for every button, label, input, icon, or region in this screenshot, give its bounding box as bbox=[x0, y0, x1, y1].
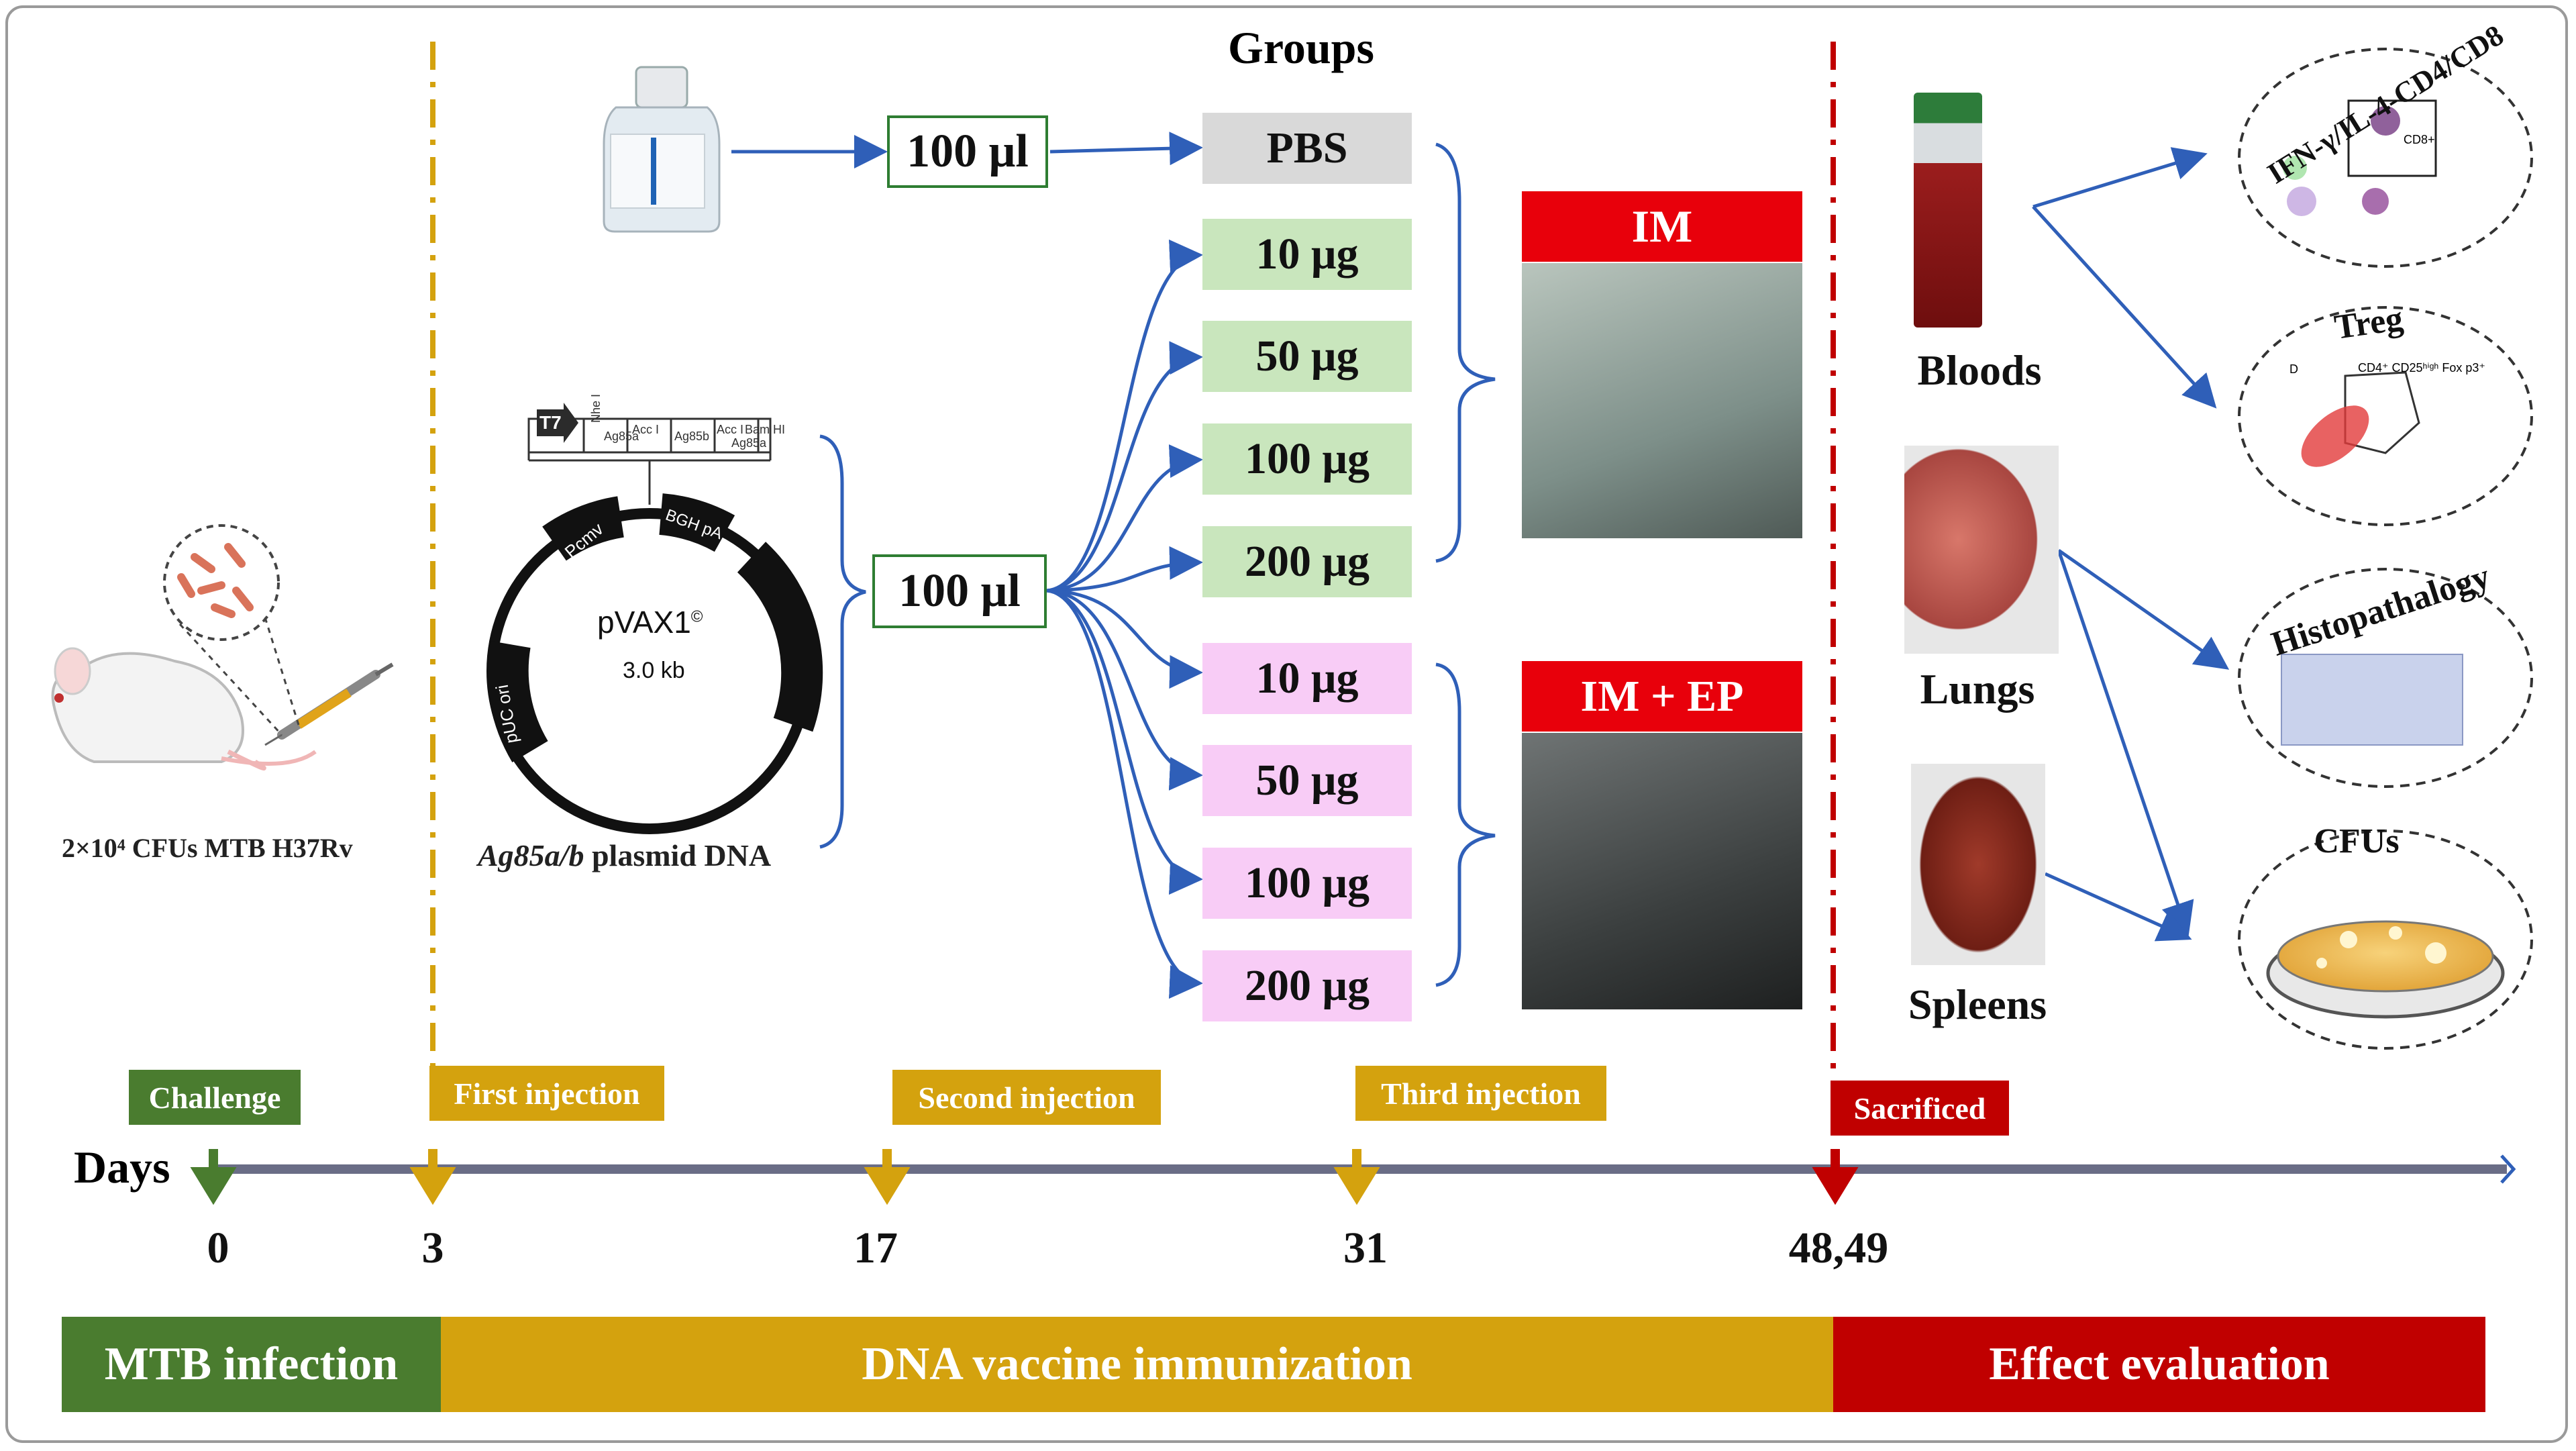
tick-day-48-49: 48,49 bbox=[1788, 1223, 1889, 1272]
event-third-injection: Third injection bbox=[1355, 1066, 1606, 1121]
treg-gate-label: CD4⁺ CD25ʰⁱᵍʰ Fox p3⁺ bbox=[2358, 361, 2485, 374]
pbs-bottle bbox=[603, 66, 721, 233]
arrow-day-31 bbox=[1333, 1149, 1380, 1205]
label-bloods: Bloods bbox=[1917, 346, 2042, 394]
group-im-dose-10: 10 μg bbox=[1202, 219, 1412, 290]
label-lungs: Lungs bbox=[1920, 665, 2035, 713]
route-imep-header: IM + EP bbox=[1522, 661, 1802, 732]
plasmid-map bbox=[486, 403, 823, 834]
plasmid-site-5: Acc I bbox=[717, 423, 744, 436]
treg-panel-letter: D bbox=[2289, 362, 2298, 376]
event-second-injection: Second injection bbox=[892, 1070, 1161, 1125]
petri-dish bbox=[2266, 920, 2505, 1019]
plasmid-caption-italic: Ag85a/b bbox=[478, 838, 584, 872]
plasmid-site-2: Ag85a bbox=[604, 430, 639, 443]
event-challenge: Challenge bbox=[129, 1070, 301, 1125]
pbs-volume-box: 100 μl bbox=[887, 115, 1048, 188]
group-imep-dose-10: 10 μg bbox=[1202, 643, 1412, 714]
im-photo bbox=[1522, 263, 1802, 538]
dna-volume-box: 100 μl bbox=[872, 554, 1047, 628]
assay-cfus-label: CFUs bbox=[2314, 822, 2400, 860]
plasmid-caption-rest: plasmid DNA bbox=[584, 838, 772, 872]
event-first-injection: First injection bbox=[429, 1066, 664, 1121]
phase-mtb-infection: MTB infection bbox=[62, 1317, 441, 1412]
plasmid-caption: Ag85a/b plasmid DNA bbox=[478, 838, 771, 873]
phase-effect-evaluation: Effect evaluation bbox=[1833, 1317, 2485, 1412]
brace-im-ep bbox=[1435, 662, 1496, 987]
spleen-image bbox=[1911, 764, 2045, 965]
route-im-header: IM bbox=[1522, 191, 1802, 262]
group-imep-dose-50: 50 μg bbox=[1202, 745, 1412, 816]
plasmid-t7-label: T7 bbox=[539, 412, 562, 433]
group-imep-dose-100: 100 μg bbox=[1202, 848, 1412, 919]
tick-day-17: 17 bbox=[854, 1223, 898, 1272]
label-spleens: Spleens bbox=[1908, 981, 2047, 1028]
flow-panel bbox=[2283, 99, 2437, 216]
mouse-illustration bbox=[51, 647, 317, 771]
arrow-day-0 bbox=[190, 1149, 237, 1205]
group-im-dose-200: 200 μg bbox=[1202, 526, 1412, 597]
plasmid-name: pVAX1© bbox=[597, 604, 703, 640]
treg-panel bbox=[2301, 371, 2420, 467]
plasmid-site-6: Ag85a bbox=[731, 436, 767, 450]
event-sacrificed: Sacrificed bbox=[1831, 1081, 2009, 1136]
groups-title: Groups bbox=[1228, 22, 1374, 73]
lung-image bbox=[1904, 446, 2059, 654]
tick-day-31: 31 bbox=[1343, 1223, 1388, 1272]
assay-arrows bbox=[2032, 147, 2230, 942]
histology-panel bbox=[2281, 654, 2463, 746]
group-pbs: PBS bbox=[1202, 113, 1412, 184]
tick-day-0: 0 bbox=[207, 1223, 229, 1272]
group-im-dose-50: 50 μg bbox=[1202, 321, 1412, 392]
plasmid-size: 3.0 kb bbox=[623, 658, 685, 683]
dose-fan-arrows bbox=[1046, 240, 1203, 999]
brace-plasmid bbox=[819, 434, 866, 849]
plasmid-site-1: Nhe I bbox=[589, 393, 603, 423]
group-imep-dose-200: 200 μg bbox=[1202, 950, 1412, 1021]
phase-dna-vaccine: DNA vaccine immunization bbox=[441, 1317, 1833, 1412]
imep-photo bbox=[1522, 733, 1802, 1009]
outer-border bbox=[5, 5, 2568, 1443]
plasmid-site-3: Acc I bbox=[632, 423, 660, 436]
arrow-day-3 bbox=[409, 1149, 456, 1205]
arrow-volume-to-pbs bbox=[1049, 132, 1203, 166]
bacteria-inset bbox=[163, 524, 300, 736]
timeline-days-label: Days bbox=[74, 1142, 170, 1193]
plasmid-name-text: pVAX1 bbox=[597, 605, 691, 640]
brace-im bbox=[1435, 142, 1496, 563]
plasmid-site-4: Ag85b bbox=[674, 430, 710, 443]
plasmid-site-7: Bam HI bbox=[745, 423, 786, 436]
tick-day-3: 3 bbox=[421, 1223, 444, 1272]
group-im-dose-100: 100 μg bbox=[1202, 423, 1412, 495]
plasmid-registered-mark: © bbox=[690, 607, 703, 626]
arrow-day-48 bbox=[1812, 1149, 1859, 1205]
syringe-illustration bbox=[264, 662, 394, 746]
blood-tube-image bbox=[1914, 93, 1982, 328]
flow-gate-label: CD8+ bbox=[2404, 133, 2435, 146]
timeline-arrowhead bbox=[2500, 1154, 2516, 1184]
arrow-day-17 bbox=[864, 1149, 911, 1205]
challenge-dose-label: 2×10⁴ CFUs MTB H37Rv bbox=[62, 833, 353, 863]
